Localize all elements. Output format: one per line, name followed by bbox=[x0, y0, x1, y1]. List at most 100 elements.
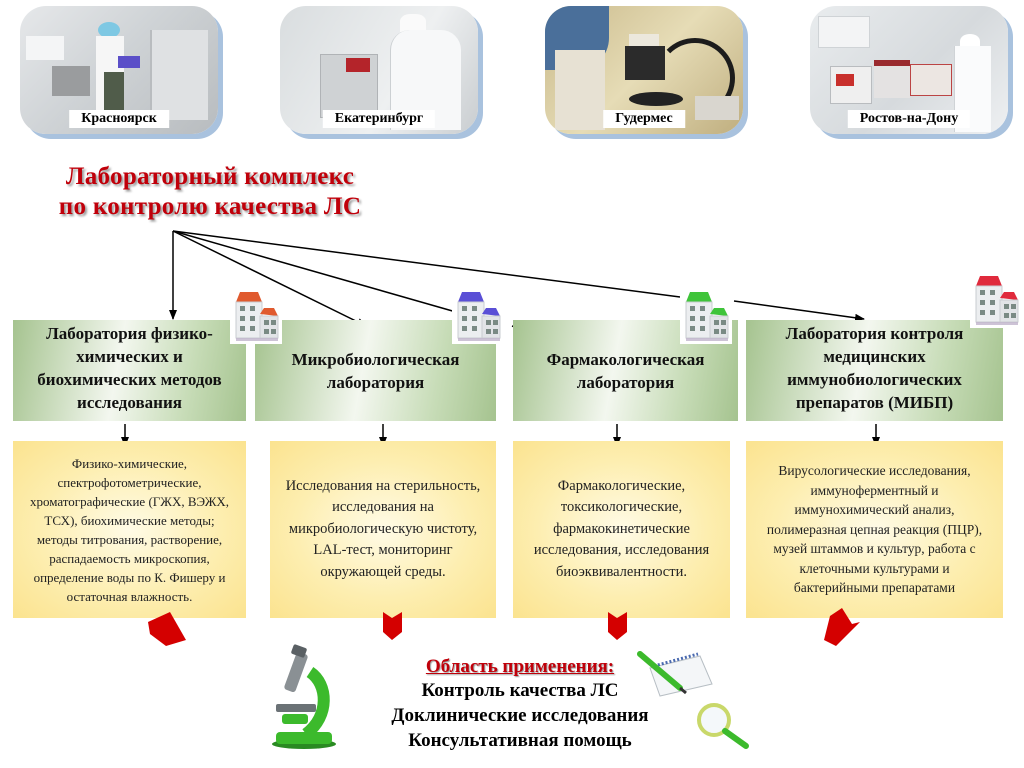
window bbox=[980, 300, 985, 305]
lab-name: Лаборатория контроля медицинских иммуноб… bbox=[785, 324, 964, 412]
window bbox=[1004, 313, 1009, 318]
title-line-1: Лабораторный комплекс bbox=[65, 163, 355, 190]
window bbox=[1004, 304, 1009, 309]
window bbox=[240, 316, 245, 321]
lab-description: Физико-химические, спектрофотометрически… bbox=[13, 441, 246, 618]
building-annex bbox=[709, 315, 729, 339]
window bbox=[486, 320, 491, 325]
window bbox=[240, 306, 245, 311]
building-main bbox=[685, 301, 713, 339]
building-icon bbox=[452, 288, 504, 344]
building-main bbox=[235, 301, 263, 339]
window bbox=[700, 326, 705, 331]
window bbox=[264, 329, 269, 334]
window bbox=[472, 306, 477, 311]
window bbox=[493, 320, 498, 325]
description-text: Вирусологические исследования, иммунофер… bbox=[766, 463, 983, 596]
building-annex bbox=[481, 315, 501, 339]
window bbox=[264, 320, 269, 325]
window bbox=[271, 329, 276, 334]
window bbox=[990, 300, 995, 305]
lab-description: Фармакологические, токсикологические, фа… bbox=[513, 441, 730, 618]
complex-title: Лабораторный комплекс по контролю качест… bbox=[0, 162, 420, 222]
magnifier-icon bbox=[697, 703, 749, 749]
notepad-icon bbox=[637, 651, 713, 697]
window bbox=[721, 320, 726, 325]
window bbox=[1011, 313, 1016, 318]
building-base bbox=[976, 322, 1018, 325]
application-scope: Область применения: Контроль качества ЛС… bbox=[300, 656, 740, 753]
city-caption: Гудермес bbox=[603, 110, 685, 128]
arrow-to-lab-3-part-1 bbox=[172, 230, 457, 313]
window bbox=[714, 329, 719, 334]
building-icon bbox=[230, 288, 282, 344]
lab-description: Вирусологические исследования, иммунофер… bbox=[746, 441, 1003, 618]
window bbox=[690, 316, 695, 321]
lab-box-physico-chemical: Лаборатория физико-химических и биохимич… bbox=[13, 320, 246, 421]
roof-main bbox=[458, 292, 484, 302]
window bbox=[250, 326, 255, 331]
window bbox=[700, 316, 705, 321]
window bbox=[990, 290, 995, 295]
window bbox=[700, 306, 705, 311]
window bbox=[1011, 304, 1016, 309]
building-icon bbox=[970, 272, 1022, 328]
building-annex bbox=[999, 299, 1019, 323]
window bbox=[714, 320, 719, 325]
lab-name: Лаборатория физико-химических и биохимич… bbox=[37, 324, 222, 412]
city-caption: Екатеринбург bbox=[322, 110, 436, 128]
lab-box-mibp: Лаборатория контроля медицинских иммуноб… bbox=[746, 320, 1003, 421]
roof-main bbox=[976, 276, 1002, 286]
scope-title: Область применения: bbox=[425, 656, 615, 677]
arrow-to-lab-4-part-2 bbox=[733, 300, 865, 322]
window bbox=[990, 310, 995, 315]
building-base bbox=[686, 338, 728, 341]
photo-krasnoyarsk: Красноярск bbox=[20, 6, 218, 134]
roof-annex bbox=[1000, 292, 1018, 300]
building-main bbox=[457, 301, 485, 339]
window bbox=[472, 316, 477, 321]
building-main bbox=[975, 285, 1003, 323]
microscope-icon bbox=[272, 644, 336, 749]
building-icon bbox=[680, 288, 732, 344]
arrow-to-lab-4-part-1 bbox=[172, 230, 681, 298]
window bbox=[486, 329, 491, 334]
building-base bbox=[458, 338, 500, 341]
roof-annex bbox=[482, 308, 500, 316]
lab-photo-image bbox=[20, 6, 218, 134]
description-text: Физико-химические, спектрофотометрически… bbox=[29, 455, 230, 604]
building-annex bbox=[259, 315, 279, 339]
window bbox=[472, 326, 477, 331]
window bbox=[980, 290, 985, 295]
description-text: Исследования на стерильность, исследован… bbox=[285, 477, 481, 580]
roof-main bbox=[686, 292, 712, 302]
building-base bbox=[236, 338, 278, 341]
window bbox=[690, 306, 695, 311]
city-caption: Красноярск bbox=[69, 110, 169, 128]
lab-name: Микробиологическая лаборатория bbox=[291, 350, 460, 392]
title-line-2: по контролю качества ЛС bbox=[58, 193, 362, 220]
roof-annex bbox=[710, 308, 728, 316]
window bbox=[250, 306, 255, 311]
scope-item: Контроль качества ЛС bbox=[421, 680, 619, 701]
photo-gudermes: Гудермес bbox=[545, 6, 743, 134]
photo-ekaterinburg: Екатеринбург bbox=[280, 6, 478, 134]
arrow-to-lab-2 bbox=[172, 230, 367, 327]
lab-name: Фармакологическая лаборатория bbox=[546, 350, 705, 392]
window bbox=[250, 316, 255, 321]
roof-main bbox=[236, 292, 262, 302]
roof-annex bbox=[260, 308, 278, 316]
description-text: Фармакологические, токсикологические, фа… bbox=[533, 477, 710, 580]
photo-rostov-na-donu: Ростов-на-Дону bbox=[810, 6, 1008, 134]
scope-item: Консультативная помощь bbox=[408, 730, 632, 751]
city-caption: Ростов-на-Дону bbox=[847, 110, 971, 128]
window bbox=[462, 316, 467, 321]
window bbox=[980, 310, 985, 315]
window bbox=[462, 306, 467, 311]
window bbox=[462, 326, 467, 331]
window bbox=[271, 320, 276, 325]
window bbox=[721, 329, 726, 334]
window bbox=[690, 326, 695, 331]
window bbox=[240, 326, 245, 331]
